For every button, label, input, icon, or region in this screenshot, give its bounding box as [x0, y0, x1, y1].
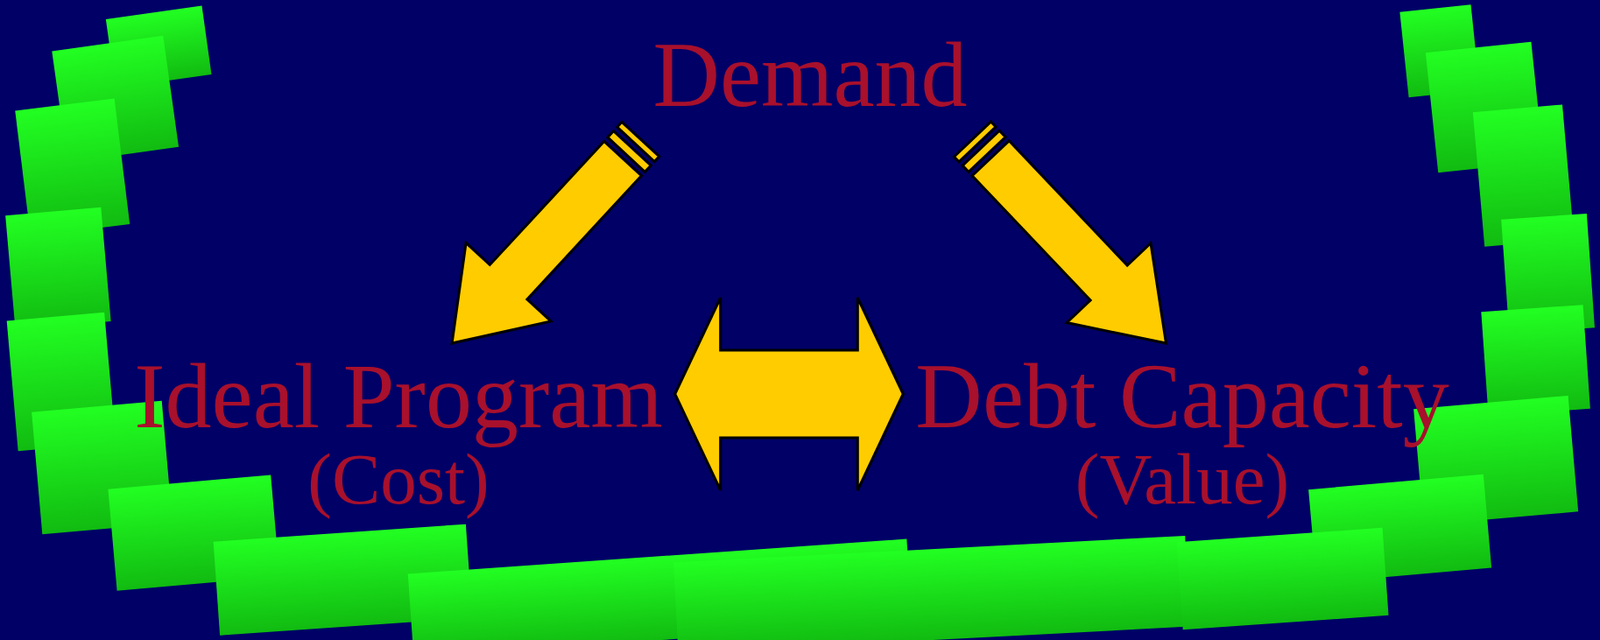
text-node: Demand — [648, 28, 971, 122]
text-node: Debt Capacity(Value) — [911, 350, 1452, 516]
node-subtitle: (Cost) — [133, 443, 663, 516]
green-blocks — [5, 4, 1595, 640]
text-node: Ideal Program(Cost) — [130, 350, 666, 516]
double-block-arrow — [675, 297, 904, 491]
node-title: Ideal Program — [133, 350, 663, 444]
block-arrow — [954, 121, 1167, 344]
node-title: Demand — [652, 28, 967, 122]
node-title: Debt Capacity — [915, 350, 1449, 444]
block-arrow — [451, 121, 660, 344]
node-subtitle: (Value) — [915, 443, 1449, 516]
